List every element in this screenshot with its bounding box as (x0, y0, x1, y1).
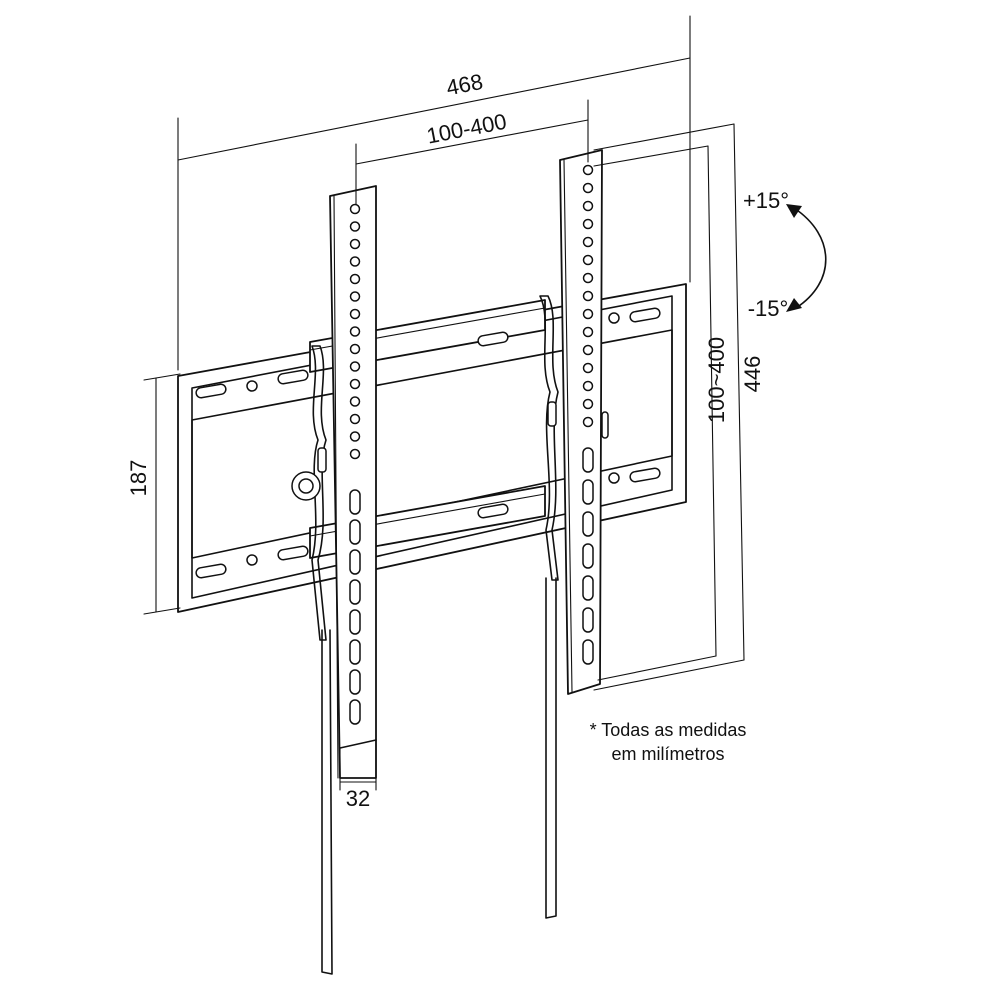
dimension-187: 187 (126, 373, 181, 615)
arm-hole (582, 326, 594, 338)
wall-plate (177, 283, 687, 975)
arm-hole (582, 416, 594, 428)
arm-slot (349, 639, 361, 665)
arm-hole (349, 238, 361, 250)
arm-hole (582, 200, 594, 212)
arm-slot (349, 609, 361, 635)
dimension-vesa-vertical-label: 100~400 (704, 337, 729, 423)
arm-hole (582, 398, 594, 410)
arm-hole (349, 396, 361, 407)
arm-slot (582, 479, 594, 505)
arm-hole (349, 203, 361, 215)
tilt-up-label: +15° (743, 188, 789, 213)
arm-slot (349, 519, 361, 545)
dimension-vesa-horizontal: 100-400 (355, 99, 589, 205)
tilt-up-arrowhead (786, 204, 802, 218)
tilt-down-label: -15° (748, 296, 789, 321)
dimension-32: 32 (339, 739, 377, 811)
arm-slot (582, 511, 594, 537)
arm-hole (349, 273, 361, 285)
arm-hole (582, 362, 594, 374)
arm-hole (582, 344, 594, 356)
left-arm (329, 185, 377, 779)
arm-hole (349, 431, 361, 442)
measurement-note: * Todas as medidas em milímetros (590, 720, 747, 764)
dimension-446-label: 446 (740, 356, 765, 393)
arm-slot (582, 639, 594, 665)
arm-hole (582, 164, 594, 176)
arm-hole (582, 308, 594, 320)
dimension-vesa-vertical: 100~400 (593, 145, 729, 681)
arm-hole (349, 361, 361, 372)
dimension-468: 468 (177, 15, 691, 371)
arm-hole (349, 378, 361, 390)
arm-hole (349, 256, 361, 267)
arm-slot (582, 543, 594, 569)
arm-slot (349, 669, 361, 695)
arm-hole (349, 291, 361, 302)
arm-hole (349, 343, 361, 355)
arm-hole (582, 254, 594, 266)
right-arm (559, 149, 603, 695)
dimension-446: 446 (593, 123, 765, 691)
note-line-2: em milímetros (611, 744, 724, 764)
arm-hole (349, 413, 361, 425)
arm-slot (582, 607, 594, 633)
arm-slot (582, 575, 594, 601)
arm-hole (349, 308, 361, 320)
arm-hole (349, 448, 361, 460)
arm-slot (582, 447, 594, 473)
arm-hole (582, 272, 594, 284)
arm-hole (582, 380, 594, 392)
arm-slot (349, 579, 361, 605)
dimension-32-label: 32 (346, 786, 370, 811)
arm-slot (349, 699, 361, 725)
arm-slot (349, 489, 361, 515)
dimension-468-label: 468 (444, 69, 485, 101)
arm-hole (582, 290, 594, 302)
dimension-187-label: 187 (126, 460, 151, 497)
note-line-1: * Todas as medidas (590, 720, 747, 740)
arm-hole (582, 182, 594, 194)
tilt-indicator: +15° -15° (743, 188, 827, 321)
tilt-down-arrowhead (786, 298, 802, 312)
arm-slot (349, 549, 361, 575)
arm-hole (349, 221, 361, 232)
arm-hole (349, 326, 361, 337)
arm-hole (582, 218, 594, 230)
arm-hole (582, 236, 594, 248)
